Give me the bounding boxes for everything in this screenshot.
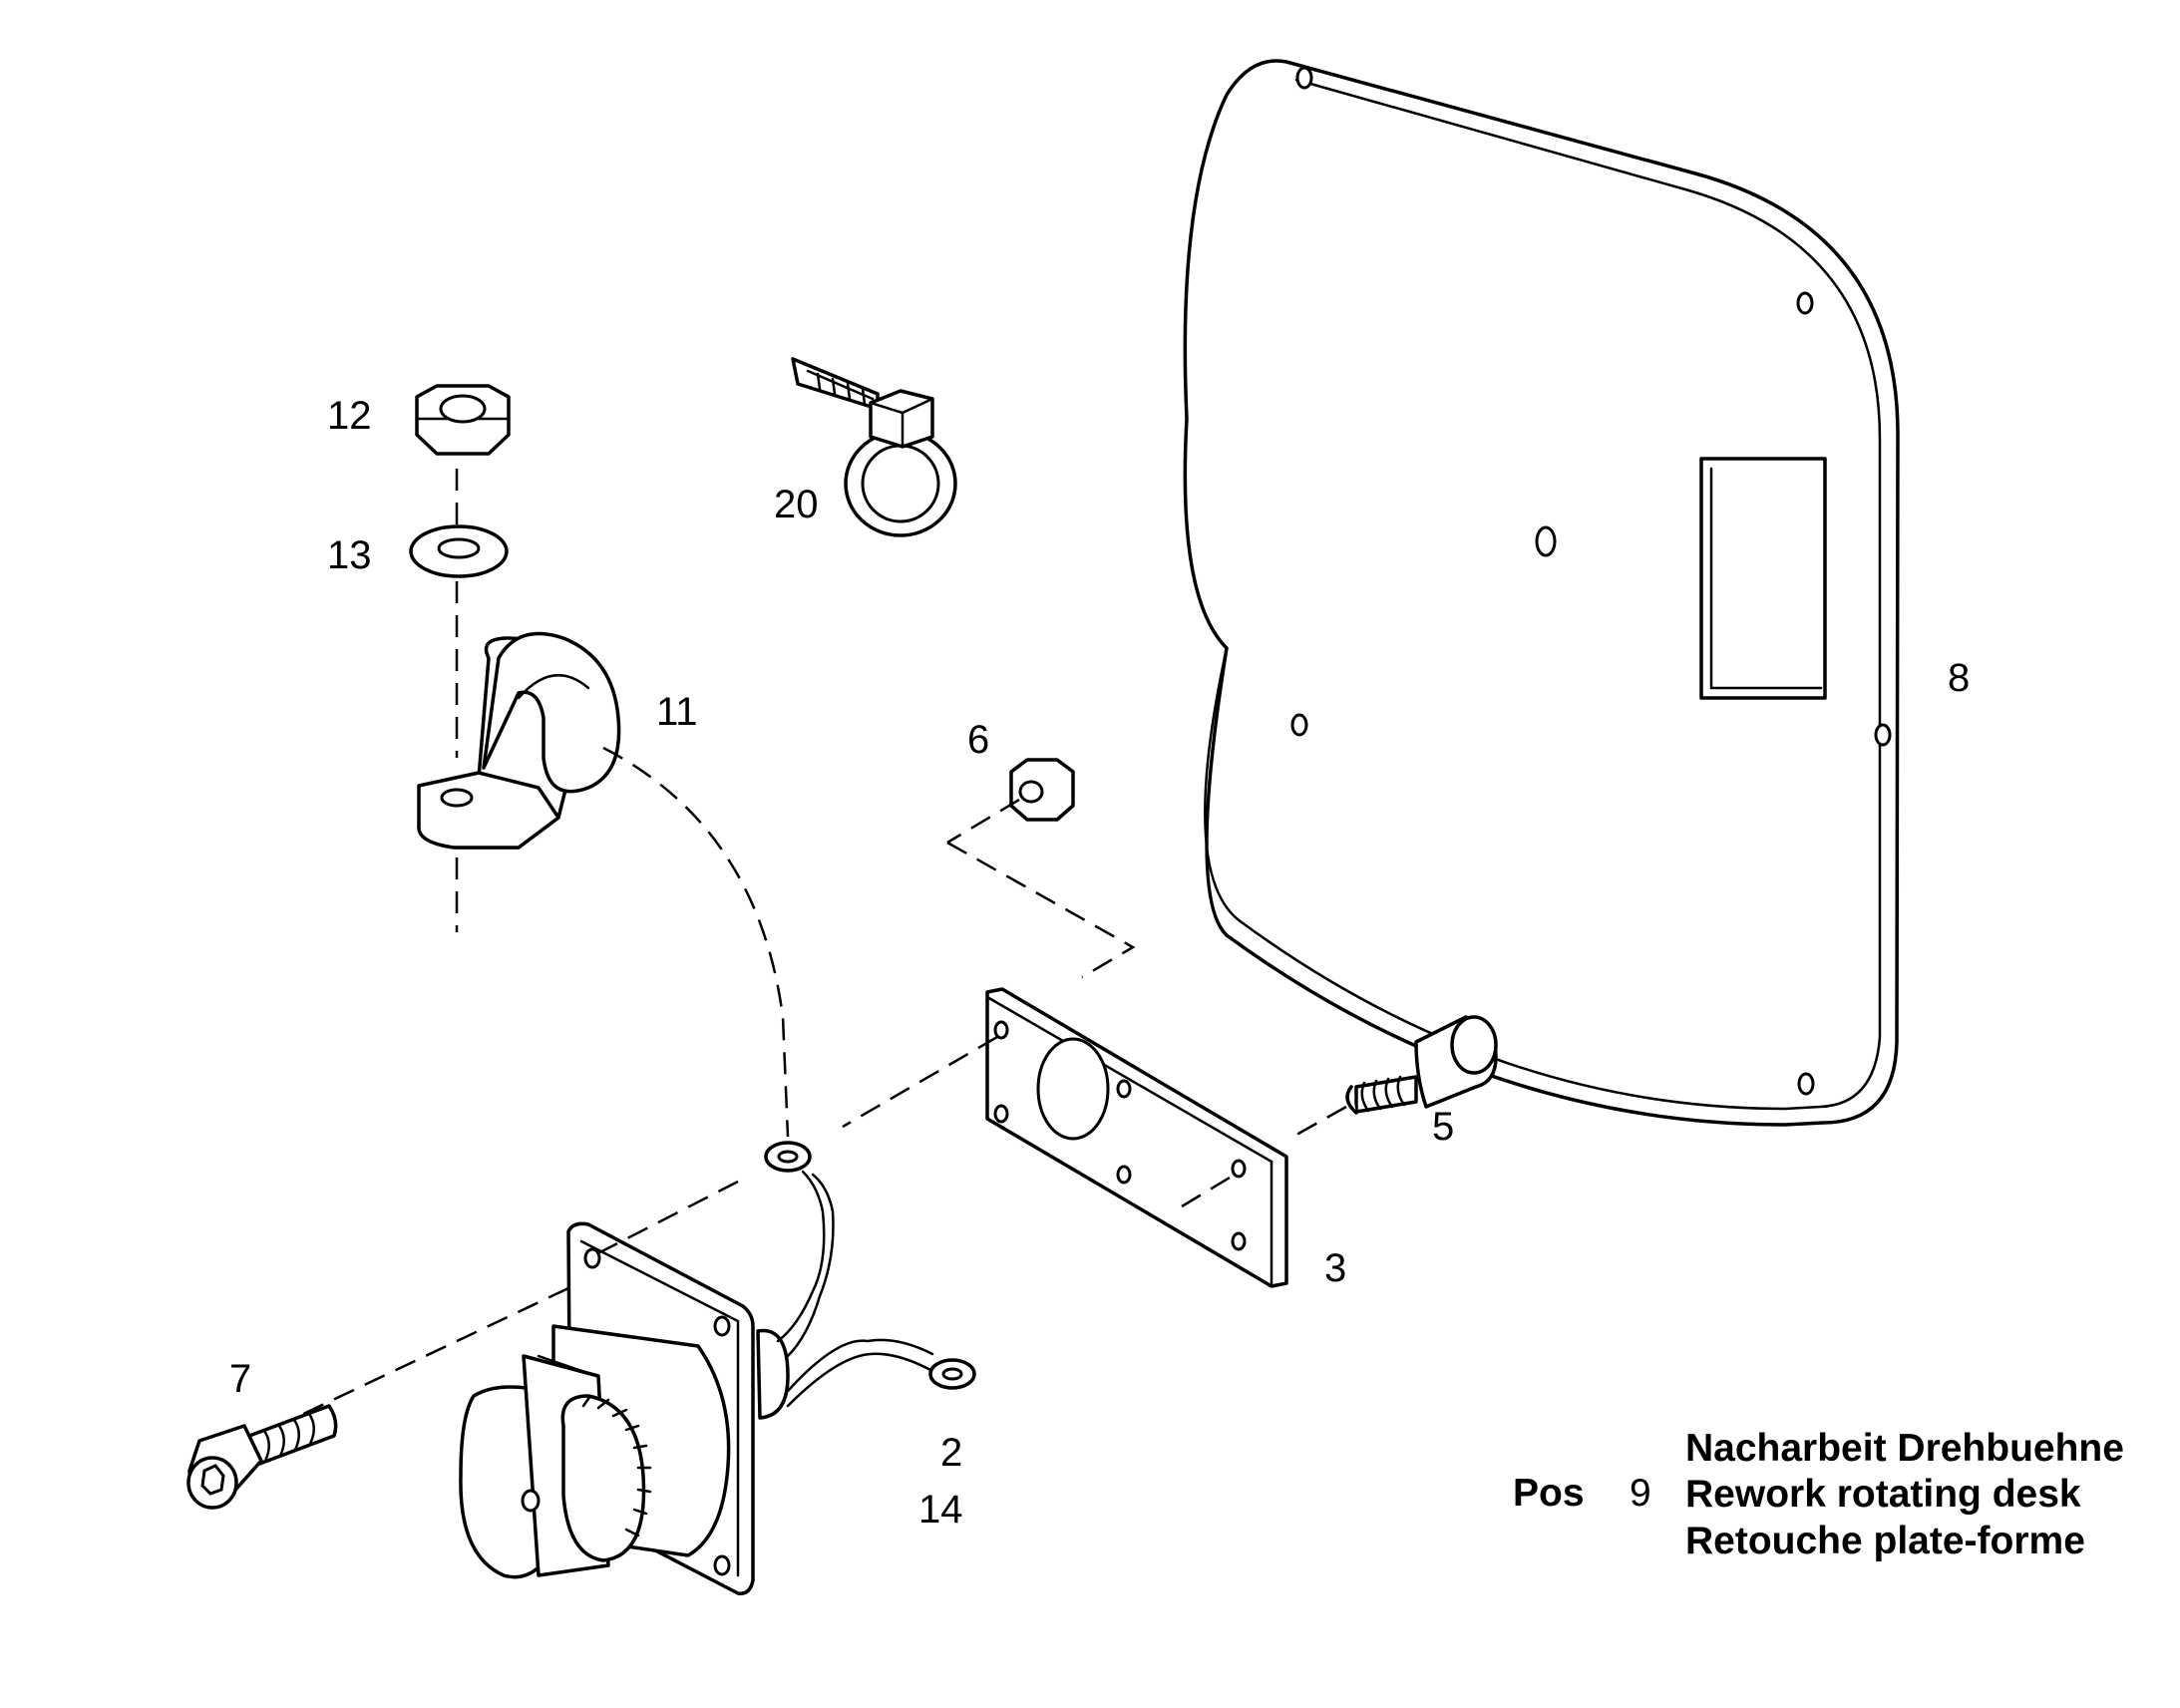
part-13-washer bbox=[409, 469, 509, 758]
legend-line-fr: Retouche plate-forme bbox=[1685, 1520, 2085, 1562]
callout-11: 11 bbox=[656, 690, 698, 734]
callout-3: 3 bbox=[1324, 1246, 1346, 1290]
callout-12: 12 bbox=[327, 394, 372, 438]
part-3-flange-plate bbox=[842, 987, 1288, 1288]
legend-line-de: Nacharbeit Drehbuehne bbox=[1685, 1427, 2124, 1470]
part-7-socket-bolt bbox=[186, 1404, 338, 1510]
part-6-small-nut bbox=[946, 758, 1136, 979]
legend-pos-label: Pos bbox=[1513, 1472, 1585, 1515]
callout-8: 8 bbox=[1948, 656, 1970, 700]
legend-line-en: Rework rotating desk bbox=[1685, 1473, 2081, 1516]
part-2-14-connector-socket bbox=[298, 746, 976, 1595]
position-legend: Pos 9 Nacharbeit Drehbuehne Rework rotat… bbox=[1513, 1427, 2124, 1562]
callout-2: 2 bbox=[940, 1431, 962, 1475]
part-8-mounting-plate bbox=[1183, 59, 1900, 1127]
part-11-p-clamp bbox=[417, 631, 621, 932]
callout-5: 5 bbox=[1432, 1105, 1454, 1149]
part-20-cable-tie bbox=[791, 357, 957, 537]
callout-labels: 12 13 20 11 6 8 5 3 7 2 14 bbox=[229, 394, 1970, 1532]
callout-7: 7 bbox=[229, 1357, 251, 1401]
part-12-hex-nut bbox=[415, 384, 511, 456]
callout-20: 20 bbox=[774, 483, 819, 526]
part-5-socket-bolt bbox=[1295, 1015, 1498, 1137]
legend-pos-number: 9 bbox=[1630, 1472, 1651, 1515]
callout-13: 13 bbox=[327, 533, 372, 577]
callout-6: 6 bbox=[967, 718, 989, 762]
callout-14: 14 bbox=[918, 1488, 963, 1532]
